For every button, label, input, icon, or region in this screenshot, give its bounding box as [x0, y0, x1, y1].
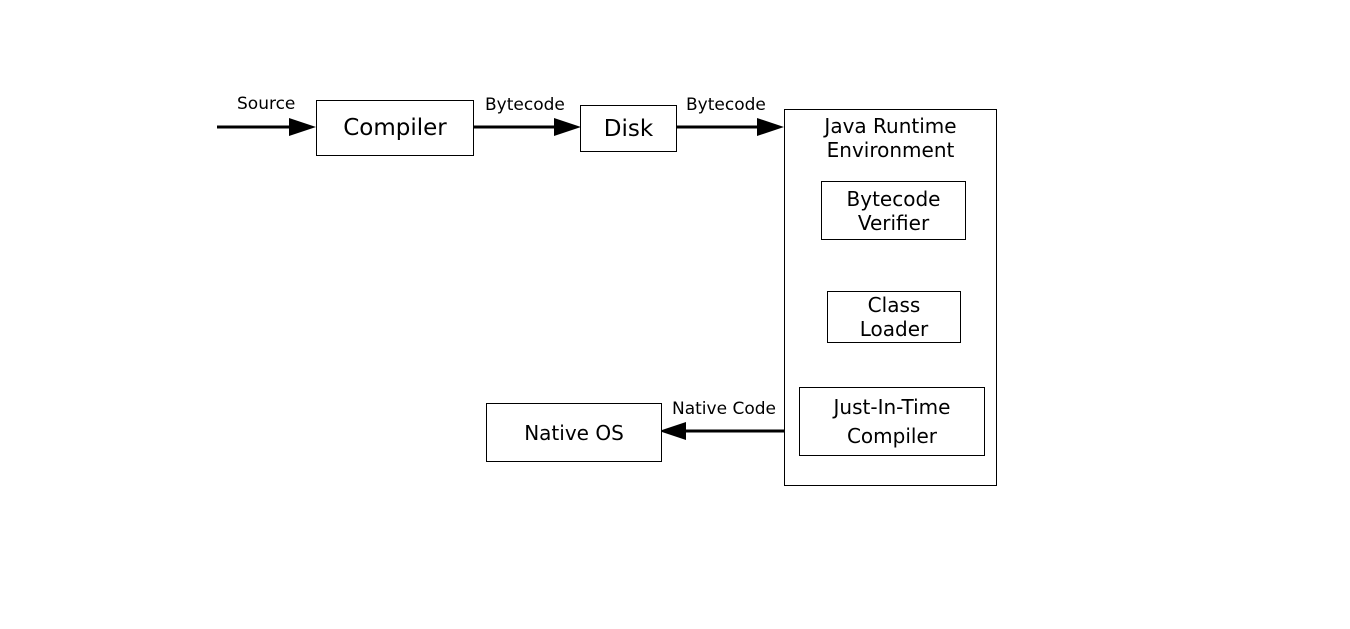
disk-node-label: Disk: [603, 115, 654, 142]
native-code-edge-label: Native Code: [672, 399, 776, 419]
jre-title-line2: Environment: [826, 138, 955, 163]
bytecode-verifier-node: Bytecode Verifier: [821, 181, 966, 240]
jit-compiler-line2: Compiler: [846, 423, 937, 448]
edge-source-to-compiler: [217, 118, 316, 136]
jre-title-line1: Java Runtime: [824, 114, 957, 138]
edge-disk-to-jre: [677, 118, 784, 136]
disk-node: Disk: [580, 105, 677, 152]
bytecode-edge-label-2: Bytecode: [686, 95, 766, 115]
compiler-node-label: Compiler: [343, 115, 447, 141]
edge-compiler-to-disk: [474, 118, 581, 136]
jit-compiler-node: Just-In-Time Compiler: [799, 387, 985, 456]
class-loader-node: Class Loader: [827, 291, 961, 343]
jit-compiler-line1: Just-In-Time: [833, 394, 951, 419]
bytecode-verifier-line1: Bytecode: [846, 186, 941, 211]
bytecode-edge-label-1: Bytecode: [485, 95, 565, 115]
source-edge-label: Source: [237, 94, 296, 114]
native-os-node: Native OS: [486, 403, 662, 462]
bytecode-verifier-line2: Verifier: [857, 210, 930, 235]
class-loader-line2: Loader: [859, 317, 929, 341]
class-loader-line1: Class: [867, 293, 921, 317]
compiler-node: Compiler: [316, 100, 474, 156]
native-os-node-label: Native OS: [524, 420, 624, 445]
jre-title: Java Runtime Environment: [784, 114, 997, 163]
edge-jre-to-native-os: [659, 422, 784, 440]
